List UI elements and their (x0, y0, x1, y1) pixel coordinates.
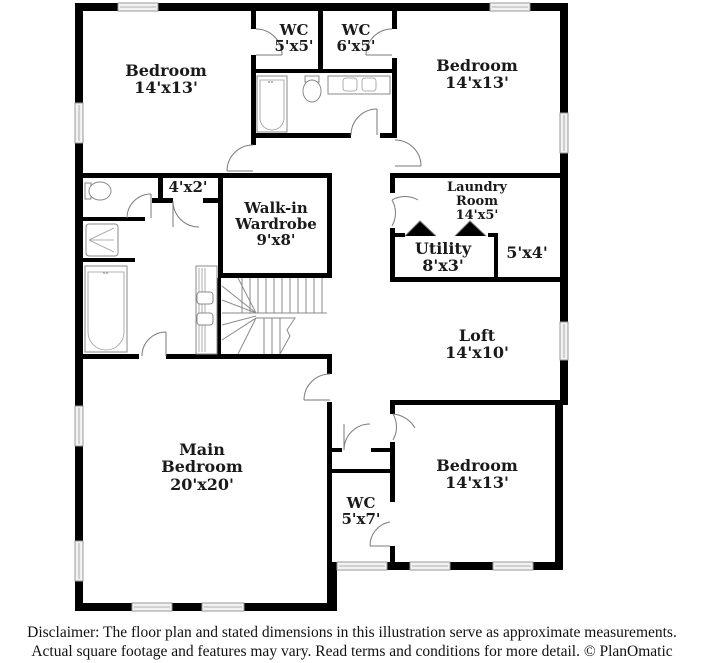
room-dimensions: 5'x4' (506, 243, 548, 262)
room-name: WC (341, 21, 371, 39)
room-name-line1: Laundry (447, 180, 507, 195)
room-utility: Utility 8'x3' (415, 240, 471, 275)
windows (74, 2, 569, 612)
room-closet-5x4: 5'x4' (506, 243, 548, 262)
room-bedroom-ne: Bedroom 14'x13' (436, 57, 518, 92)
room-bedroom-nw: Bedroom 14'x13' (125, 62, 207, 97)
room-dimensions: 8'x3' (422, 256, 464, 276)
room-dimensions: 9'x8' (256, 231, 296, 250)
doors (126, 28, 487, 547)
room-wc-1: WC 5'x5' (274, 21, 314, 56)
room-dimensions: 4'x2' (168, 178, 208, 196)
room-dimensions: 14'x13' (134, 78, 198, 98)
room-walk-in-wardrobe: Walk-in Wardrobe 9'x8' (235, 200, 317, 249)
room-name: Utility (414, 239, 472, 258)
disclaimer: Disclaimer: The floor plan and stated di… (0, 623, 704, 661)
room-dimensions: 14'x13' (445, 473, 509, 493)
room-name-line1: Main (179, 440, 225, 459)
room-name: Loft (458, 326, 496, 345)
disclaimer-line-2: Actual square footage and features may v… (31, 643, 673, 660)
room-name: WC (279, 21, 309, 39)
room-main-bedroom: Main Bedroom 20'x20' (161, 441, 243, 493)
floor-plan (74, 2, 569, 612)
room-wc-3: WC 5'x7' (341, 494, 381, 529)
room-name-line2: Wardrobe (235, 215, 317, 234)
room-dimensions: 14'x10' (445, 343, 509, 363)
room-name: Bedroom (436, 56, 518, 75)
room-dimensions: 5'x7' (341, 510, 381, 529)
room-dimensions: 5'x5' (274, 37, 314, 56)
room-bedroom-se: Bedroom 14'x13' (436, 457, 518, 492)
room-name: Bedroom (436, 456, 518, 475)
disclaimer-line-1: Disclaimer: The floor plan and stated di… (27, 624, 677, 641)
interior-walls (83, 11, 568, 610)
room-name-line2: Room (456, 194, 498, 210)
room-laundry: Laundry Room 14'x5' (447, 180, 507, 224)
room-closet-4x2: 4'x2' (168, 179, 207, 195)
room-dimensions: 20'x20' (170, 474, 234, 494)
bathroom-fixtures (84, 75, 391, 355)
staircase (221, 277, 327, 355)
room-name-line1: Walk-in (244, 199, 308, 217)
room-name: WC (346, 494, 376, 512)
room-dimensions: 6'x5' (336, 37, 376, 56)
room-dimensions: 14'x13' (445, 73, 509, 93)
room-name-line2: Bedroom (161, 457, 243, 477)
room-loft: Loft 14'x10' (445, 327, 509, 362)
room-name: Bedroom (125, 61, 207, 80)
room-wc-2: WC 6'x5' (336, 21, 376, 56)
room-dimensions: 14'x5' (455, 208, 499, 224)
